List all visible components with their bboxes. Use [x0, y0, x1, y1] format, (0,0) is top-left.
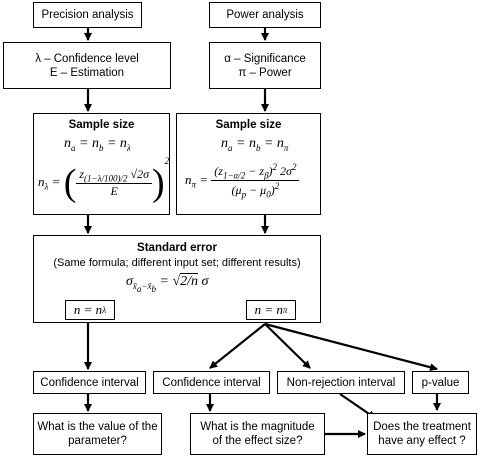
outcome-ci-left-label: Confidence interval: [40, 376, 139, 389]
arrow-se-to-pvalue: [264, 322, 438, 372]
power-eq-sample-size: nπ = (z1−α/2 − zβ)2 2σ2(μp − μ0)2: [185, 162, 300, 200]
power-eq-equal-sizes: na = nb = nπ: [221, 136, 289, 153]
power-sample-size-box: Sample size na = nb = nπ nπ = (z1−α/2 − …: [176, 113, 321, 215]
precision-param-lambda: λ – Confidence level: [35, 52, 139, 65]
standard-error-box: Standard error (Same formula; different …: [33, 235, 321, 323]
outcome-pvalue-label: p-value: [421, 376, 460, 389]
power-sample-size-title: Sample size: [215, 119, 282, 131]
power-params-box: α – Significance π – Power: [209, 42, 321, 89]
power-analysis-box: Power analysis: [209, 2, 321, 28]
precision-eq-equal-sizes: na = nb = nλ: [64, 136, 131, 153]
precision-sample-size-title: Sample size: [68, 119, 135, 131]
q3-line1: Does the treatment: [373, 421, 471, 433]
q1-line2: parameter?: [68, 435, 127, 447]
outcome-nonrejection-interval: Non-rejection interval: [277, 371, 405, 394]
outcome-confidence-interval-mid: Confidence interval: [153, 371, 270, 394]
outcome-nonrejection-label: Non-rejection interval: [286, 376, 396, 389]
arrow-se-to-ci-mid: [209, 323, 266, 369]
precision-analysis-box: Precision analysis: [33, 2, 142, 28]
outcome-ci-mid-label: Confidence interval: [162, 376, 261, 389]
question-value-of-parameter: What is the value of the parameter?: [33, 413, 162, 455]
outcome-confidence-interval-left: Confidence interval: [33, 371, 146, 394]
standard-error-title: Standard error: [137, 242, 217, 254]
precision-params-box: λ – Confidence level E – Estimation: [3, 42, 171, 89]
q1-line1: What is the value of the: [37, 421, 158, 433]
question-treatment-effect: Does the treatment have any effect ?: [367, 413, 477, 455]
power-param-alpha: α – Significance: [224, 52, 306, 65]
outcome-pvalue: p-value: [412, 371, 469, 394]
precision-analysis-title: Precision analysis: [41, 9, 134, 21]
arrow-se-to-nonrej: [264, 323, 311, 369]
standard-error-subtitle: (Same formula; different input set; diff…: [53, 257, 301, 269]
precision-param-e: E – Estimation: [49, 66, 125, 79]
q2-line1: What is the magnitude: [200, 421, 315, 433]
precision-sample-size-box: Sample size na = nb = nλ nλ = (z(1−λ/100…: [33, 113, 170, 215]
question-magnitude-effect-size: What is the magnitude of the effect size…: [190, 413, 325, 455]
q3-line2: have any effect ?: [378, 435, 466, 447]
standard-error-formula: σx̄a−x̄b = √2/n σ: [126, 273, 209, 294]
power-param-pi: π – Power: [238, 66, 292, 79]
power-analysis-title: Power analysis: [226, 9, 304, 21]
q2-line2: of the effect size?: [212, 435, 303, 447]
